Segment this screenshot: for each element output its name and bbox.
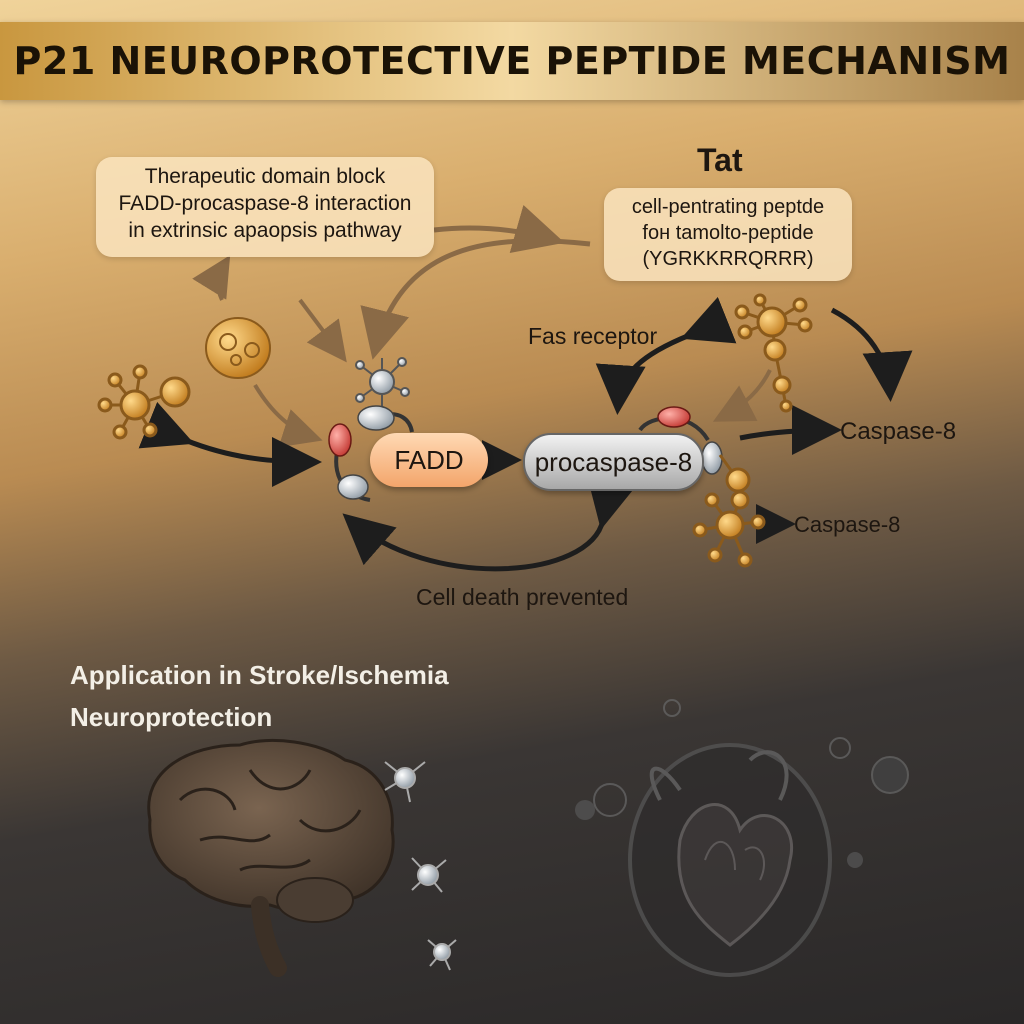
caspase-label-1: Caspase-8 bbox=[840, 418, 957, 445]
brain-icon bbox=[147, 738, 395, 977]
arrow-tat-curve bbox=[360, 238, 591, 360]
arrow-down-small bbox=[298, 298, 347, 363]
molecule-left-icon bbox=[97, 364, 191, 440]
molecule-upper-right-icon bbox=[734, 293, 813, 413]
fadd-complex-icon bbox=[328, 405, 414, 502]
arrow-tat-to-caspase bbox=[830, 307, 913, 402]
title-bar: P21 NEUROPROTECTIVE PEPTIDE MECHANISM bbox=[0, 22, 1024, 100]
therapeutic-line-1: Therapeutic domain block bbox=[144, 165, 386, 188]
molecule-lower-right-icon bbox=[692, 454, 766, 568]
fas-receptor-label: Fas receptor bbox=[528, 323, 658, 349]
caspase-label-2: Caspase-8 bbox=[794, 512, 901, 537]
arrow-cell-to-fadd bbox=[253, 383, 323, 448]
application-heading-line-2: Neuroprotection bbox=[70, 702, 273, 732]
arrow-fas bbox=[595, 296, 737, 415]
arrow-cell-death bbox=[342, 475, 636, 572]
tat-line-2: foн tamolto-peptide bbox=[642, 222, 814, 244]
therapeutic-line-3: in extrinsic apaopsis pathway bbox=[128, 219, 402, 242]
silver-molecule-icon bbox=[355, 357, 410, 406]
procaspase-complex-icon bbox=[638, 406, 723, 475]
tat-line-3: (YGRKKRRQRRR) bbox=[642, 248, 814, 270]
application-heading-line-1: Application in Stroke/Ischemia bbox=[70, 660, 449, 690]
tat-line-1: cell-pentrating peptde bbox=[631, 196, 825, 218]
silver-molecule-small-icon-3 bbox=[427, 939, 457, 971]
cell-icon bbox=[205, 317, 271, 379]
therapeutic-domain-callout: Therapeutic domain block FADD-procaspase… bbox=[96, 157, 434, 257]
tat-callout: cell-pentrating peptde foн tamolto-pepti… bbox=[604, 188, 852, 281]
procaspase-node: procaspase-8 bbox=[523, 433, 704, 491]
page-title: P21 NEUROPROTECTIVE PEPTIDE MECHANISM bbox=[13, 39, 1011, 83]
arrow-left-double bbox=[138, 401, 322, 487]
arrow-mol-to-proc bbox=[712, 369, 772, 422]
tat-label: Tat bbox=[697, 142, 743, 178]
arrow-box-to-tat bbox=[433, 204, 565, 254]
therapeutic-line-2: FADD-procaspase-8 interaction bbox=[118, 192, 412, 215]
silver-molecule-small-icon-2 bbox=[411, 857, 447, 893]
fadd-node: FADD bbox=[370, 433, 488, 487]
cell-death-label: Cell death prevented bbox=[416, 584, 629, 610]
arrow-to-caspase-1 bbox=[739, 405, 842, 456]
heart-cell-icon bbox=[575, 699, 909, 977]
silver-molecule-small-icon-1 bbox=[384, 761, 426, 803]
arrow-up-small bbox=[192, 255, 231, 301]
